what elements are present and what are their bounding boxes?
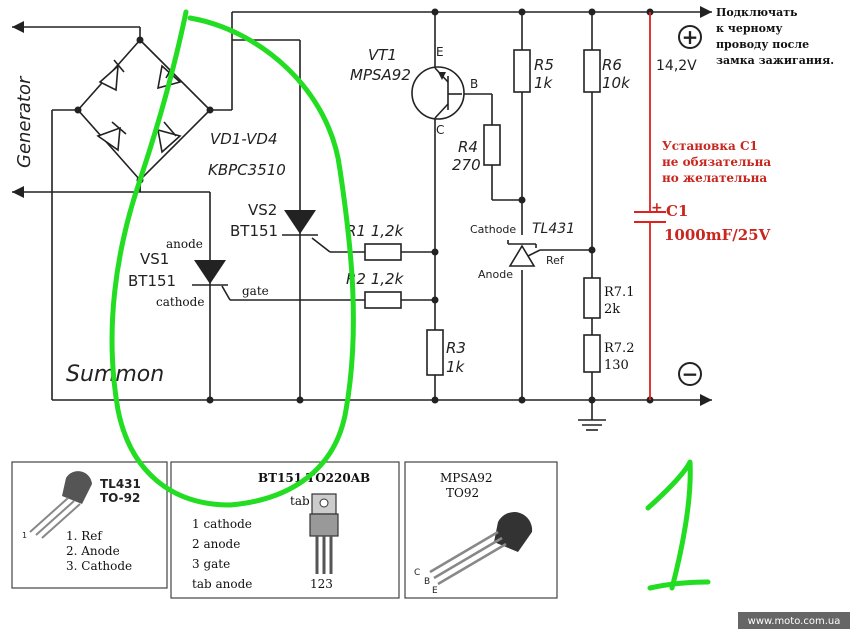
mpsa92-pin-b: B: [424, 577, 430, 587]
r6-value: 10k: [602, 74, 631, 92]
schematic-labels: Generator Summon VD1-VD4 KBPC3510 VS2 BT…: [14, 45, 771, 387]
tl431-pin-mark: 1: [22, 531, 27, 540]
c1-note-line-2: не обязательна: [662, 155, 771, 169]
hand-drawn-annotation: 1: [109, 9, 711, 591]
thyristor-vs2: [282, 210, 318, 236]
legend-bt151: BT151 TO220AB tab 123 1 cathode 2 anode …: [170, 461, 400, 599]
legend-mpsa92: MPSA92 TO92 C B E: [404, 461, 558, 599]
green-loop-stroke: [109, 9, 356, 508]
bt151-pin-numbers: 123: [310, 577, 333, 591]
bt151-pin-tab: tab anode: [192, 577, 252, 591]
bridge-name: VD1-VD4: [210, 130, 278, 148]
resistors: [364, 49, 601, 376]
vs1-anode-label: anode: [166, 237, 203, 251]
tl431-part: TL431: [532, 221, 575, 237]
vs1-cathode-label: cathode: [156, 295, 204, 309]
mpsa92-pin-e: E: [432, 586, 438, 596]
tl431-regulator: [507, 240, 541, 267]
r71-name: R7.1: [604, 285, 634, 300]
plus-sign: +: [682, 25, 699, 49]
mpsa92-legend-title: MPSA92: [440, 471, 493, 485]
note-line-2: к черному: [716, 22, 783, 35]
tl431-legend-title: TL431: [100, 477, 141, 491]
bridge-part: KBPC3510: [208, 161, 286, 179]
thyristor-vs1: [192, 260, 228, 286]
r3-name: R3: [446, 339, 466, 357]
r4-value: 270: [452, 156, 481, 174]
vs1-part: BT151: [128, 272, 176, 290]
voltage-label: 14,2V: [656, 58, 697, 74]
transistor-vt1: [411, 66, 465, 120]
capacitor-c1: [634, 12, 666, 400]
hand-number-stroke: [645, 459, 711, 591]
tl431-cathode-label: Cathode: [470, 223, 516, 236]
vt1-pin-c: C: [436, 123, 444, 137]
r2-label: R2 1,2k: [346, 270, 405, 288]
c1-value: 1000mF/25V: [664, 226, 771, 244]
note-line-4: замка зажигания.: [716, 54, 834, 67]
watermark: www.moto.com.ua: [738, 612, 850, 629]
vt1-pin-b: B: [470, 77, 478, 91]
mpsa92-legend-package: TO92: [446, 486, 479, 500]
r3-value: 1k: [446, 358, 466, 376]
vt1-part: MPSA92: [350, 66, 411, 84]
minus-sign: −: [682, 362, 699, 386]
diode-bridge: [76, 38, 212, 182]
r4-name: R4: [458, 138, 478, 156]
bt151-legend-title: BT151 TO220AB: [258, 471, 370, 485]
watermark-text: www.moto.com.ua: [748, 616, 841, 627]
connection-note: Подключать к черному проводу после замка…: [716, 6, 834, 67]
mpsa92-pin-c: C: [414, 568, 420, 578]
polarity-symbols: + −: [678, 25, 702, 386]
c1-note: Установка С1 не обязательна но желательн…: [662, 139, 771, 185]
r6-name: R6: [602, 56, 622, 74]
bt151-pin-2: 2 anode: [192, 537, 240, 551]
vs1-gate-label: gate: [242, 284, 269, 298]
tl431-pin-3: 3. Cathode: [66, 559, 132, 573]
c1-plus: +: [651, 200, 663, 216]
legend-tl431: 1 TL431 TO-92 1. Ref 2. Anode 3. Cathode: [11, 461, 168, 589]
hand-number: 1: [700, 469, 701, 471]
r72-name: R7.2: [604, 341, 634, 356]
r71-value: 2k: [604, 302, 620, 317]
vs2-part: BT151: [230, 222, 278, 240]
tl431-ref-label: Ref: [546, 254, 565, 267]
vs2-name: VS2: [248, 201, 277, 219]
bt151-pin-1: 1 cathode: [192, 517, 252, 531]
r72-value: 130: [604, 358, 629, 373]
bt151-tab-label: tab: [290, 494, 310, 508]
tl431-pin-1: 1. Ref: [66, 529, 103, 543]
vt1-pin-e: E: [436, 45, 444, 59]
tl431-anode-label: Anode: [478, 268, 513, 281]
tl431-legend-package: TO-92: [100, 491, 140, 505]
note-line-3: проводу после: [716, 38, 809, 51]
c1-name: C1: [666, 202, 688, 220]
r1-label: R1 1,2k: [346, 222, 405, 240]
c1-note-line-3: но желательна: [662, 171, 767, 185]
generator-label: Generator: [14, 75, 35, 168]
vs1-name: VS1: [140, 250, 169, 268]
bt151-pin-3: 3 gate: [192, 557, 230, 571]
r5-value: 1k: [534, 74, 554, 92]
r5-name: R5: [534, 56, 554, 74]
note-line-1: Подключать: [716, 6, 798, 19]
vt1-name: VT1: [368, 46, 397, 64]
c1-note-line-1: Установка С1: [662, 139, 758, 153]
tl431-pin-2: 2. Anode: [66, 544, 120, 558]
